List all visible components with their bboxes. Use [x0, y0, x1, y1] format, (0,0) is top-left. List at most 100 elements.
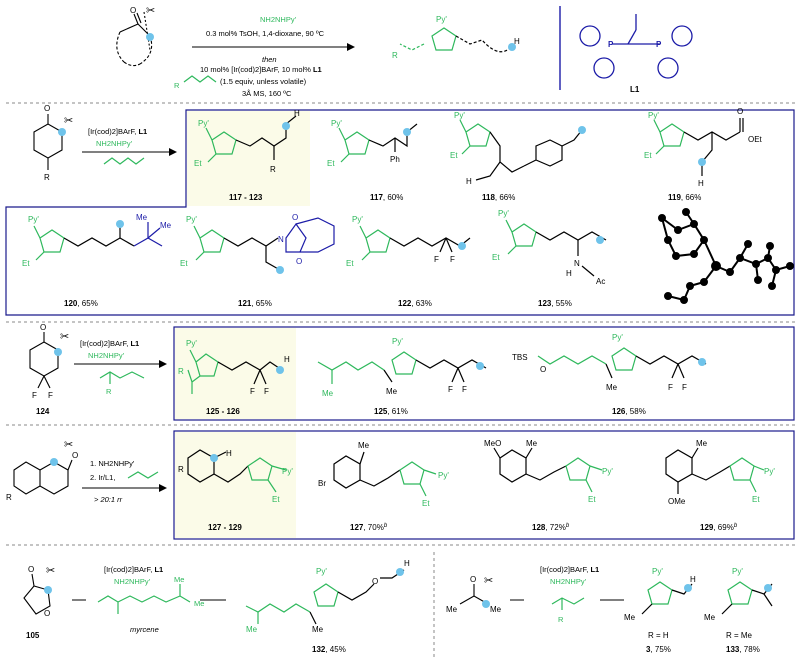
s2-generic-product	[187, 349, 283, 394]
s5-site-dot	[482, 600, 490, 608]
scissors-icon: ✂	[484, 575, 493, 587]
s3-generic-dot	[210, 454, 218, 462]
s3-range-label: 127 - 129	[208, 523, 242, 532]
condition-line-3: 10 mol% [Ir(cod)2]BArF, 10 mol% L1	[200, 65, 322, 74]
compound-120-me1: Me	[136, 213, 148, 222]
compound-119-oet: OEt	[748, 135, 763, 144]
s4-substrate	[23, 573, 51, 615]
section1-frame	[5, 109, 795, 316]
compound-120-label: 120, 65%	[64, 299, 98, 308]
s4-o-ring: O	[44, 609, 50, 618]
compound-133-label: 133, 78%	[726, 645, 760, 654]
compound-121-o1: O	[292, 213, 298, 222]
compound-127-et: Et	[422, 499, 430, 508]
compound-119-h: H	[698, 179, 704, 188]
s4-myrcene-me2: Me	[174, 575, 184, 584]
compound-122-et: Et	[346, 259, 354, 268]
product-r-label: R	[392, 51, 398, 60]
compound-118-h: H	[466, 177, 472, 186]
s5-catalyst: [Ir(cod)2]BArF, L1	[540, 565, 599, 574]
s4-catalyst: [Ir(cod)2]BArF, L1	[104, 565, 163, 574]
s1-generic-h: H	[294, 109, 300, 118]
compound-3-pyp: Py'	[652, 567, 663, 576]
compound-126-pyp: Py'	[612, 333, 623, 342]
s1-r: R	[44, 173, 50, 182]
section2-frame	[173, 326, 795, 421]
s3-generic-product	[187, 449, 287, 493]
scissors-icon: ✂	[64, 439, 73, 451]
s1-site-dot	[58, 128, 66, 136]
compound-119-o: O	[737, 107, 743, 116]
s1-butadiene	[103, 157, 145, 165]
compound-126-dot	[698, 358, 706, 366]
s5-hydrazine: NH2NHPy'	[550, 577, 587, 586]
compound-132-dot	[396, 568, 404, 576]
compound-132-label: 132, 45%	[312, 645, 346, 654]
condition-line-4: (1.5 equiv, unless volatile)	[220, 77, 307, 86]
diene-reagent	[183, 75, 217, 83]
section-4: O O ✂ 105 [Ir(cod)2]BArF, L1 NH2NHPy' Me…	[23, 552, 435, 660]
condition-then: then	[262, 55, 277, 64]
compound-129-et: Et	[752, 495, 760, 504]
compound-121-structure	[193, 217, 335, 271]
s2-f1: F	[32, 391, 37, 400]
compound-117-dot	[403, 128, 411, 136]
s4-substrate-label: 105	[26, 631, 40, 640]
s5-o: O	[470, 575, 476, 584]
compound-128-structure	[493, 447, 603, 493]
s3-generic-pyp: Py'	[282, 467, 293, 476]
compound-132-o: O	[372, 577, 378, 586]
compound-118-structure	[459, 119, 583, 181]
compound-125-f2: F	[462, 385, 467, 394]
compound-126-tbs: TBS	[512, 353, 528, 362]
s2-generic-f2: F	[264, 387, 269, 396]
compound-133-structure	[721, 581, 773, 615]
phosphorus-2: P	[656, 40, 662, 49]
compound-119-dot	[698, 158, 706, 166]
ligand-label: L1	[630, 85, 640, 94]
compound-126-label: 126, 58%	[612, 407, 646, 416]
s3-generic-et: Et	[272, 495, 280, 504]
s1-substrate	[33, 114, 63, 170]
condition-line-1: 0.3 mol% TsOH, 1,4-dioxane, 90 ºC	[206, 29, 325, 38]
compound-129-me: Me	[696, 439, 708, 448]
compound-118-label: 118, 66%	[482, 193, 515, 202]
compound-117-ph: Ph	[390, 155, 400, 164]
s2-generic-pyp: Py'	[186, 339, 197, 348]
compound-132-me2: Me	[312, 625, 324, 634]
compound-126-f1: F	[668, 383, 673, 392]
compound-128-et: Et	[588, 495, 596, 504]
compound-120-structure	[33, 222, 163, 261]
s2-catalyst: [Ir(cod)2]BArF, L1	[80, 339, 139, 348]
s3-step1: 1. NH2NHPy'	[90, 459, 135, 468]
compound-128-label: 128, 72%b	[532, 523, 570, 532]
compound-133-me: Me	[704, 613, 716, 622]
s4-o-carbonyl: O	[28, 565, 34, 574]
compound-125-structure	[317, 351, 487, 384]
compound-3-me: Me	[624, 613, 636, 622]
s4-site-dot	[44, 586, 52, 594]
compound-121-pyp: Py'	[186, 215, 197, 224]
s3-generic-r: R	[178, 465, 184, 474]
s4-myrcene-label: myrcene	[130, 625, 159, 634]
compound-125-me1: Me	[322, 389, 334, 398]
s5-me1: Me	[446, 605, 458, 614]
s2-generic-f1: F	[250, 387, 255, 396]
s1-generic-r: R	[270, 165, 276, 174]
s2-f2: F	[48, 391, 53, 400]
compound-133-pyp: Py'	[732, 567, 743, 576]
compound-126-f2: F	[682, 383, 687, 392]
compound-133-dot	[764, 584, 772, 592]
s1-o: O	[44, 104, 50, 113]
compound-129-structure	[665, 447, 765, 494]
compound-127-me: Me	[358, 441, 370, 450]
product-h-label: H	[514, 37, 520, 46]
s2-range-label: 125 - 126	[206, 407, 240, 416]
scissors-icon: ✂	[46, 565, 55, 577]
s5-me2: Me	[490, 605, 502, 614]
s2-generic-h: H	[284, 355, 290, 364]
hydrazine-reagent: NH2NHPy'	[260, 15, 297, 24]
s3-rr: > 20:1 rr	[94, 495, 123, 504]
s2-diene-r: R	[106, 387, 112, 396]
